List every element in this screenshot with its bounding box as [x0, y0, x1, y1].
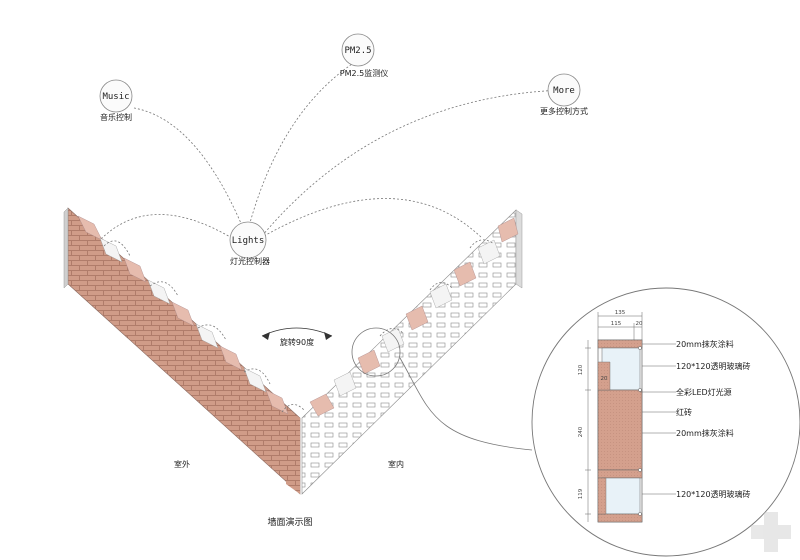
- right-wall-top-blocks: [309, 217, 519, 417]
- outdoor-label: 室外: [174, 459, 190, 469]
- music-caption: 音乐控制: [100, 112, 132, 122]
- pm25-caption: PM2.5监测仪: [340, 68, 388, 78]
- rotate-indicator: 旋转90度: [261, 327, 333, 347]
- lights-title: Lights: [232, 236, 265, 246]
- callout-3: 红砖: [676, 407, 692, 417]
- callout-5: 120*120透明玻璃砖: [676, 489, 751, 499]
- pm25-node[interactable]: PM2.5 PM2.5监测仪: [340, 33, 388, 78]
- dim-top-0: 135: [615, 310, 626, 316]
- right-wall-arcs: [281, 239, 495, 413]
- dim-top-2: 20: [636, 321, 643, 327]
- more-title: More: [553, 86, 575, 96]
- callout-4: 20mm抹灰涂料: [676, 428, 734, 438]
- music-node[interactable]: Music 音乐控制: [99, 79, 133, 122]
- dim-side-3: 119: [578, 488, 584, 499]
- music-title: Music: [102, 92, 129, 102]
- dim-side-2: 240: [578, 426, 584, 437]
- connection-lines: [99, 59, 565, 241]
- diagram-caption: 墙面演示图: [267, 516, 312, 528]
- callout-0: 20mm抹灰涂料: [676, 339, 734, 349]
- indoor-wall: [281, 209, 523, 495]
- more-node[interactable]: More 更多控制方式: [540, 73, 588, 116]
- cross-watermark: [751, 512, 791, 552]
- lights-caption: 灯光控制器: [230, 256, 270, 266]
- rotate-label: 旋转90度: [280, 337, 314, 347]
- outdoor-wall: [63, 207, 301, 495]
- left-wall-arcs: [103, 240, 271, 385]
- dim-side-0: 120: [578, 364, 584, 375]
- left-wall-top-blocks: [77, 215, 289, 415]
- callout-1: 120*120透明玻璃砖: [676, 361, 751, 371]
- dim-side-1: 20: [601, 376, 608, 382]
- more-caption: 更多控制方式: [540, 106, 588, 116]
- magnifier: [351, 327, 533, 451]
- pm25-title: PM2.5: [344, 46, 371, 56]
- section-detail: 135 115 20 120 20 240 119 20mm抹灰涂料: [531, 287, 800, 557]
- callout-2: 全彩LED灯光源: [676, 387, 732, 397]
- lights-node[interactable]: Lights 灯光控制器: [229, 221, 270, 266]
- indoor-label: 室内: [388, 459, 404, 469]
- dim-top-1: 115: [611, 321, 622, 327]
